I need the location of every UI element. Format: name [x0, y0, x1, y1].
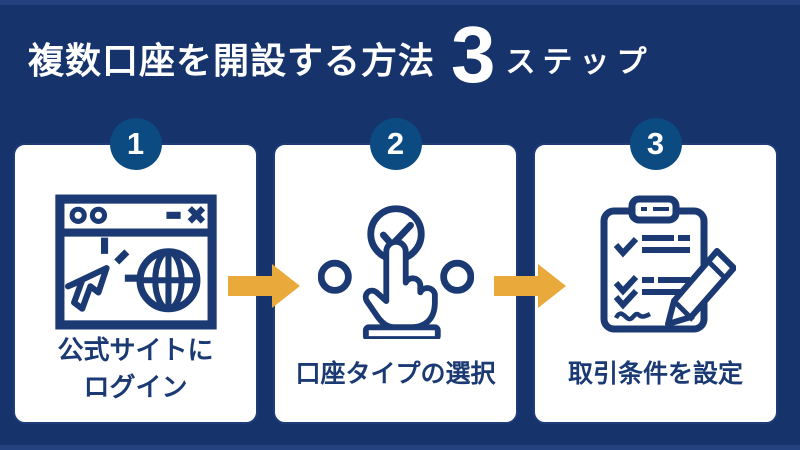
page-title: 複数口座を開設する方法 3 ステップ [28, 10, 654, 100]
step-number: 3 [646, 126, 665, 161]
title-suffix-text: ステップ [505, 46, 654, 79]
step-number: 2 [386, 126, 405, 161]
step-label-line: 公式サイトに [57, 335, 214, 366]
title-step-count: 3 [451, 10, 496, 99]
step-card-2: 2 口座タイプの選択 [273, 118, 518, 424]
step-label-line: 取引条件を設定 [567, 359, 743, 388]
right-arrow-icon [228, 264, 300, 308]
step-number: 1 [126, 126, 145, 161]
title-main-text: 複数口座を開設する方法 [28, 40, 436, 81]
option-select-hand-icon [317, 201, 474, 344]
top-edge-strip [0, 0, 800, 5]
browser-globe-cursor-icon [53, 193, 219, 336]
step-2-number-badge: 2 [369, 118, 422, 170]
step-card-3: 3 取引条件を設定 [533, 118, 778, 424]
step-1-number-badge: 1 [109, 118, 162, 170]
step-1-label: 公式サイトに ログイン [15, 332, 256, 406]
step-3-label: 取引条件を設定 [535, 357, 776, 393]
clipboard-checklist-pencil-icon [576, 191, 737, 346]
bottom-edge-strip [0, 445, 800, 450]
step-card-1: 1 公式サイトに ログイン [13, 118, 258, 424]
right-arrow-icon [494, 264, 566, 308]
step-label-line: ログイン [83, 372, 188, 403]
step-3-number-badge: 3 [629, 118, 682, 170]
step-label-line: 口座タイプの選択 [295, 359, 496, 388]
step-2-label: 口座タイプの選択 [275, 357, 516, 393]
